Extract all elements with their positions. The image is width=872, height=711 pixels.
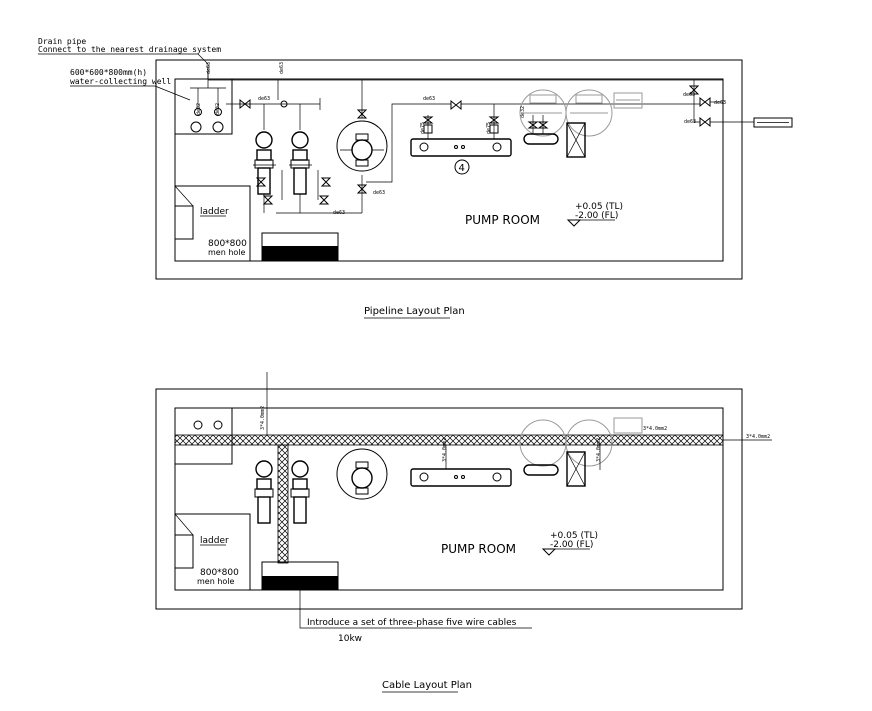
svg-text:3*4.0mm2: 3*4.0mm2 [442, 438, 448, 462]
pump-room-title: PUMP ROOM [441, 542, 516, 556]
well-size-label: 600*600*800mm(h) [70, 68, 147, 77]
ladder-enclosure [175, 185, 251, 261]
svg-text:3*4.0mm2: 3*4.0mm2 [596, 438, 602, 462]
pipeline-plan-caption: Pipeline Layout Plan [364, 306, 465, 317]
cable-tray-main [174, 434, 724, 446]
distribution-manifold [410, 445, 512, 487]
svg-text:3*4.0mm2: 3*4.0mm2 [260, 406, 266, 430]
ladder-enclosure [175, 513, 251, 590]
pump-room-title: PUMP ROOM [465, 213, 540, 227]
svg-text:de75: de75 [486, 122, 492, 134]
cable-note: Introduce a set of three-phase five wire… [307, 618, 517, 628]
drain-connect-label: Connect to the nearest drainage system [38, 45, 221, 54]
pump-room-inner-wall [174, 78, 724, 262]
item-marker-number: 4 [459, 163, 465, 174]
pump-room-outer-wall [155, 59, 743, 280]
outlet-tag-box [753, 117, 793, 128]
svg-text:de63: de63 [279, 62, 285, 74]
svg-text:de63: de63 [258, 96, 270, 102]
outlet-pipe [693, 80, 700, 123]
svg-text:de32: de32 [196, 103, 202, 115]
pump-room-inner-wall [174, 407, 724, 591]
pipeline-layout-plan: Drain pipe Connect to the nearest draina… [38, 37, 793, 319]
ladder-line [174, 513, 194, 536]
svg-text:de63: de63 [683, 92, 695, 98]
cable-power: 10kw [338, 634, 362, 644]
svg-text:de63: de63 [373, 190, 385, 196]
booster-pump-2 [290, 460, 310, 524]
gauge-icon [280, 100, 288, 108]
manhole-label: men hole [197, 577, 235, 586]
svg-text:de63: de63 [206, 62, 212, 74]
cable-plan-caption: Cable Layout Plan [382, 680, 472, 691]
well-leader-line [70, 85, 191, 101]
drain-pipe-label: Drain pipe [38, 37, 86, 46]
level-floor: -2.00 (FL) [550, 540, 593, 550]
well-fitting [213, 420, 223, 430]
svg-text:3*4.0mm2: 3*4.0mm2 [746, 434, 770, 440]
ladder-label: ladder [200, 207, 229, 217]
pressure-tank [336, 120, 388, 172]
item-marker-circle [454, 159, 470, 175]
well-fitting [194, 108, 202, 116]
svg-text:3*4.0mm2: 3*4.0mm2 [643, 426, 667, 432]
well-pump-circle [190, 121, 202, 133]
filter-unit: de32 [520, 106, 586, 158]
well-fitting [193, 420, 203, 430]
svg-text:de63: de63 [684, 119, 696, 125]
svg-text:de32: de32 [520, 106, 526, 118]
svg-text:de32: de32 [215, 103, 221, 115]
ladder-line [174, 185, 194, 207]
control-cabinet-fill [262, 246, 338, 261]
control-cabinet-fill [262, 576, 338, 590]
future-equipment-gray [519, 417, 643, 467]
level-top: +0.05 (TL) [575, 202, 623, 212]
distribution-manifold: de75 de75 [410, 104, 512, 157]
ladder-label: ladder [200, 536, 229, 546]
cable-tags: 3*4.0mm2 3*4.0mm2 3*4.0mm2 3*4.0mm2 3*4.… [260, 406, 770, 462]
booster-pump-1 [254, 460, 274, 524]
well-fitting [214, 108, 222, 116]
filter-unit [523, 445, 601, 487]
pump-room-outer-wall [155, 388, 743, 610]
ladder-box [174, 534, 194, 569]
water-collecting-well [174, 78, 233, 135]
manhole-label: men hole [208, 248, 246, 257]
booster-pump-1 [253, 104, 276, 213]
manhole-size-label: 800*800 [200, 568, 239, 578]
cable-tray-branch [277, 444, 289, 564]
manhole-size-label: 800*800 [208, 239, 247, 249]
level-floor: -2.00 (FL) [575, 211, 618, 221]
discharge-pipe [366, 103, 451, 183]
valve-icons [239, 85, 711, 205]
future-equipment-gray [519, 89, 643, 137]
cable-layout-plan: 3*4.0mm2 3*4.0mm2 3*4.0mm2 3*4.0mm2 3*4.… [155, 372, 772, 693]
cable-leader-line [299, 590, 532, 629]
well-pump-circle [212, 121, 224, 133]
svg-text:de63: de63 [423, 96, 435, 102]
booster-pump-2 [289, 104, 312, 213]
svg-text:de63: de63 [714, 100, 726, 106]
svg-text:de75: de75 [420, 122, 426, 134]
ladder-box [174, 205, 194, 240]
level-top: +0.05 (TL) [550, 531, 598, 541]
well-name-label: water-collecting well [70, 77, 171, 86]
pressure-tank [336, 448, 388, 500]
